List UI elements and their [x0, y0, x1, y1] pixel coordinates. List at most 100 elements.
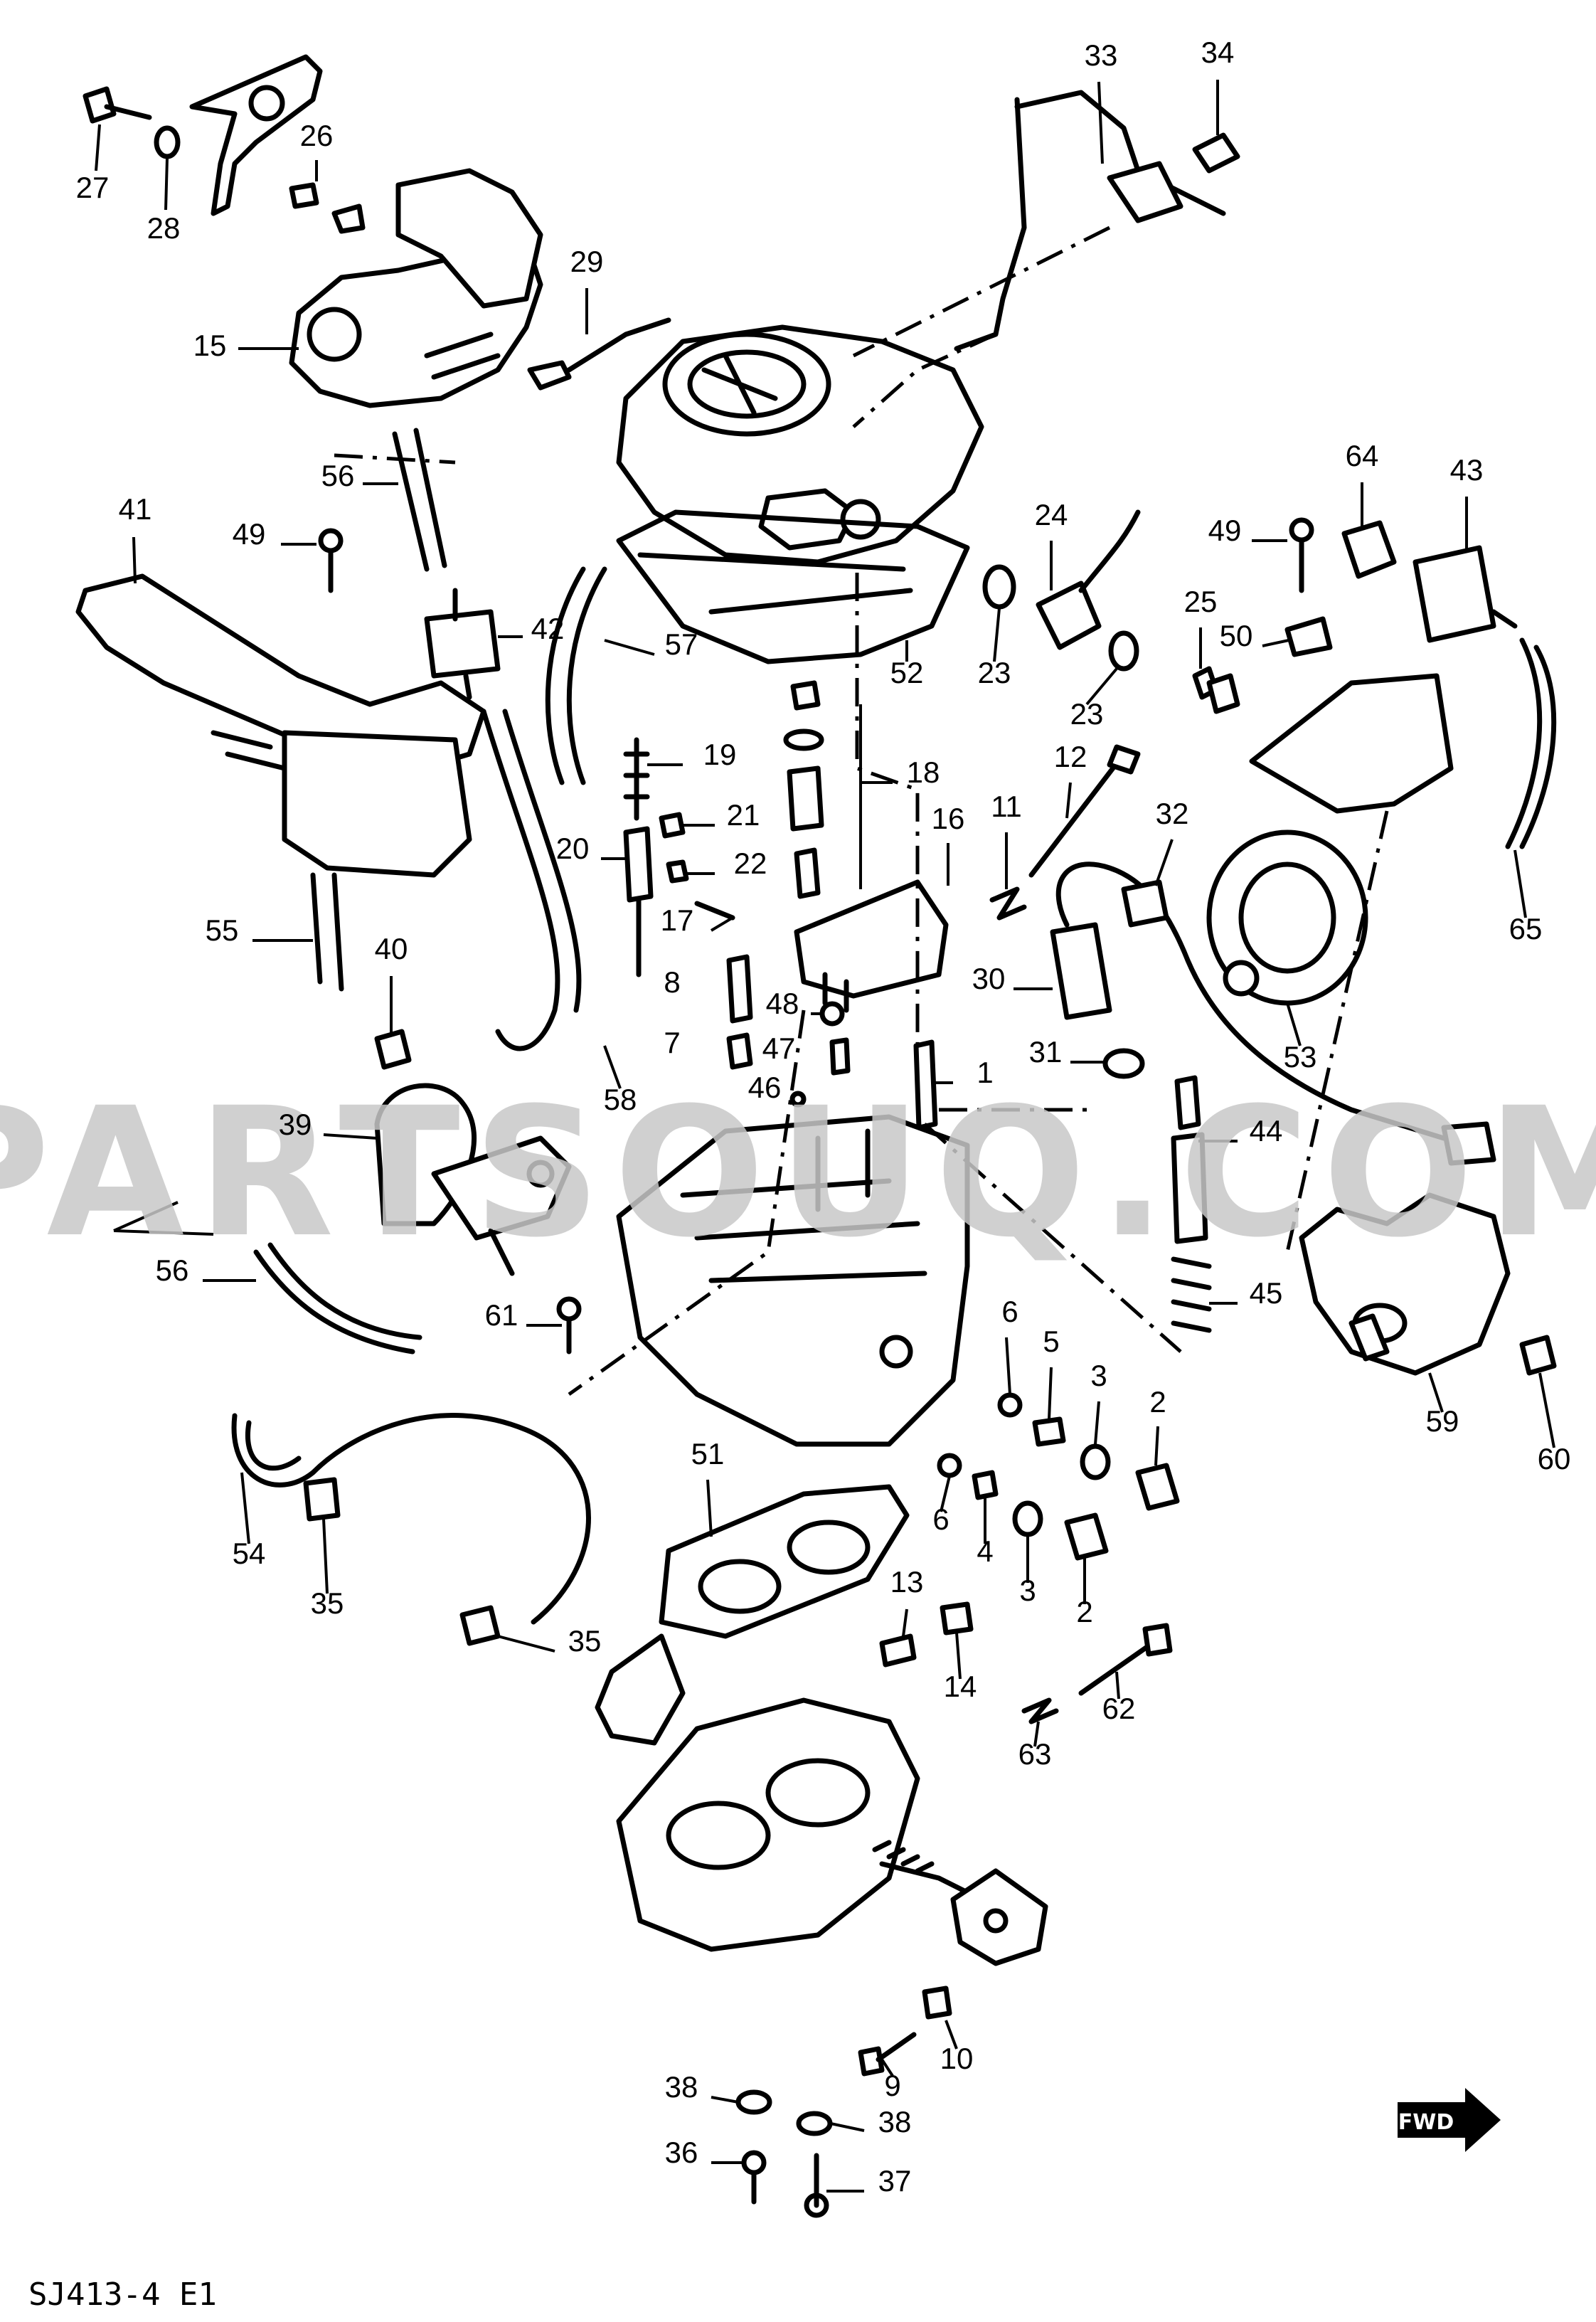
callout-50: 50 [1220, 619, 1253, 652]
callout-56: 56 [156, 1253, 189, 1287]
callout-49: 49 [233, 517, 266, 551]
part-valve-64 [1341, 520, 1397, 579]
callout-16: 16 [932, 802, 965, 835]
callout-5: 5 [1043, 1325, 1059, 1358]
part-diaphragm-53 [1206, 673, 1454, 1006]
callout-19: 19 [703, 738, 737, 771]
callout-8: 8 [664, 965, 680, 999]
part-hose-54 [231, 1413, 591, 1625]
callout-31: 31 [1029, 1035, 1063, 1069]
callout-47: 47 [762, 1032, 796, 1065]
callout-22: 22 [734, 847, 767, 880]
part-small-48-47-46 [789, 1001, 851, 1108]
forward-arrow-icon [1398, 2088, 1501, 2152]
part-valve-44-45 [1171, 1075, 1212, 1333]
part-needle-19 [623, 737, 650, 821]
part-jet-assembly-18 [783, 680, 824, 899]
callout-27: 27 [76, 171, 110, 204]
part-lever-33 [954, 90, 1226, 351]
callout-7: 7 [664, 1026, 680, 1059]
part-throttle-body [595, 1633, 1048, 1966]
callout-34: 34 [1201, 36, 1235, 69]
callout-54: 54 [233, 1537, 266, 1570]
callout-65: 65 [1509, 912, 1543, 945]
part-fitting-40 [374, 1029, 412, 1070]
part-float-bowl [616, 1114, 970, 1447]
callout-23: 23 [1070, 697, 1104, 731]
part-screw-62-63 [1021, 1623, 1173, 1724]
callout-43: 43 [1450, 453, 1484, 487]
callout-38: 38 [665, 2070, 698, 2104]
part-plug-22 [666, 859, 689, 884]
callout-53: 53 [1284, 1040, 1317, 1073]
callout-58: 58 [604, 1083, 637, 1116]
diagram-code: SJ413-4 E1 [28, 2276, 217, 2313]
part-fitting-8-7 [726, 954, 753, 1070]
part-choke-bracket [189, 54, 323, 216]
callout-17: 17 [661, 903, 694, 937]
part-screw-12 [1028, 744, 1141, 878]
callout-13: 13 [890, 1565, 924, 1599]
callout-35: 35 [311, 1586, 344, 1620]
callout-39: 39 [279, 1108, 312, 1141]
callout-52: 52 [890, 656, 924, 689]
callout-29: 29 [570, 245, 604, 278]
part-hose-65 [1505, 637, 1557, 849]
callout-35: 35 [568, 1624, 602, 1658]
callout-25: 25 [1184, 585, 1218, 618]
part-sensor-30-32 [1050, 862, 1496, 1166]
callout-48: 48 [766, 987, 799, 1020]
part-hose-57 [545, 566, 607, 785]
callout-18: 18 [907, 756, 940, 789]
watermark-text: PARTSOUQ.COM [0, 1069, 1596, 1276]
part-washer-28 [154, 125, 181, 159]
part-diaphragm-39 [374, 1083, 572, 1276]
part-small-36-37-38 [735, 2089, 833, 2218]
part-choke-housing-15 [289, 168, 543, 408]
part-bolt-49-left [318, 528, 344, 593]
direction-badge-text: FWD [1398, 2110, 1454, 2135]
part-hose-55 [310, 872, 344, 992]
callout-3: 3 [1090, 1359, 1107, 1392]
part-hose-56-upper [392, 428, 447, 572]
part-solenoid-24 [1036, 509, 1141, 650]
callout-62: 62 [1102, 1692, 1136, 1725]
callout-36: 36 [665, 2136, 698, 2169]
part-bracket-41 [75, 573, 486, 878]
callout-15: 15 [193, 329, 227, 362]
callout-38: 38 [878, 2105, 912, 2138]
callout-61: 61 [485, 1298, 518, 1332]
assembly-guide-lines [334, 226, 1389, 1396]
part-solenoid-16 [794, 879, 949, 1013]
callout-64: 64 [1346, 439, 1379, 472]
callout-60: 60 [1538, 1442, 1571, 1475]
part-screw-13-14 [879, 1601, 974, 1668]
part-plug-21 [659, 812, 686, 839]
callout-41: 41 [119, 492, 152, 526]
part-screw-60 [1519, 1335, 1557, 1376]
part-washer-23 [982, 564, 1139, 672]
callout-2: 2 [1149, 1385, 1166, 1419]
part-screw-26 [289, 182, 366, 234]
callout-6: 6 [1001, 1295, 1018, 1328]
callout-33: 33 [1085, 38, 1118, 72]
callout-2: 2 [1076, 1595, 1092, 1628]
callout-40: 40 [375, 932, 408, 965]
part-gasket-51 [659, 1484, 910, 1639]
part-small-2-6 [937, 1392, 1180, 1561]
callout-14: 14 [944, 1670, 977, 1703]
callout-24: 24 [1035, 498, 1068, 531]
callout-42: 42 [531, 612, 565, 645]
part-hose-56-lower [253, 1242, 422, 1354]
part-valve-43 [1413, 545, 1518, 643]
callout-56: 56 [321, 459, 355, 492]
callout-10: 10 [940, 2042, 974, 2075]
part-hose-58 [481, 709, 582, 1051]
part-spring-11 [989, 886, 1027, 921]
part-filter-42 [424, 588, 501, 700]
part-link-29 [527, 317, 671, 391]
callout-21: 21 [727, 798, 760, 832]
part-bolt-27 [83, 86, 152, 124]
